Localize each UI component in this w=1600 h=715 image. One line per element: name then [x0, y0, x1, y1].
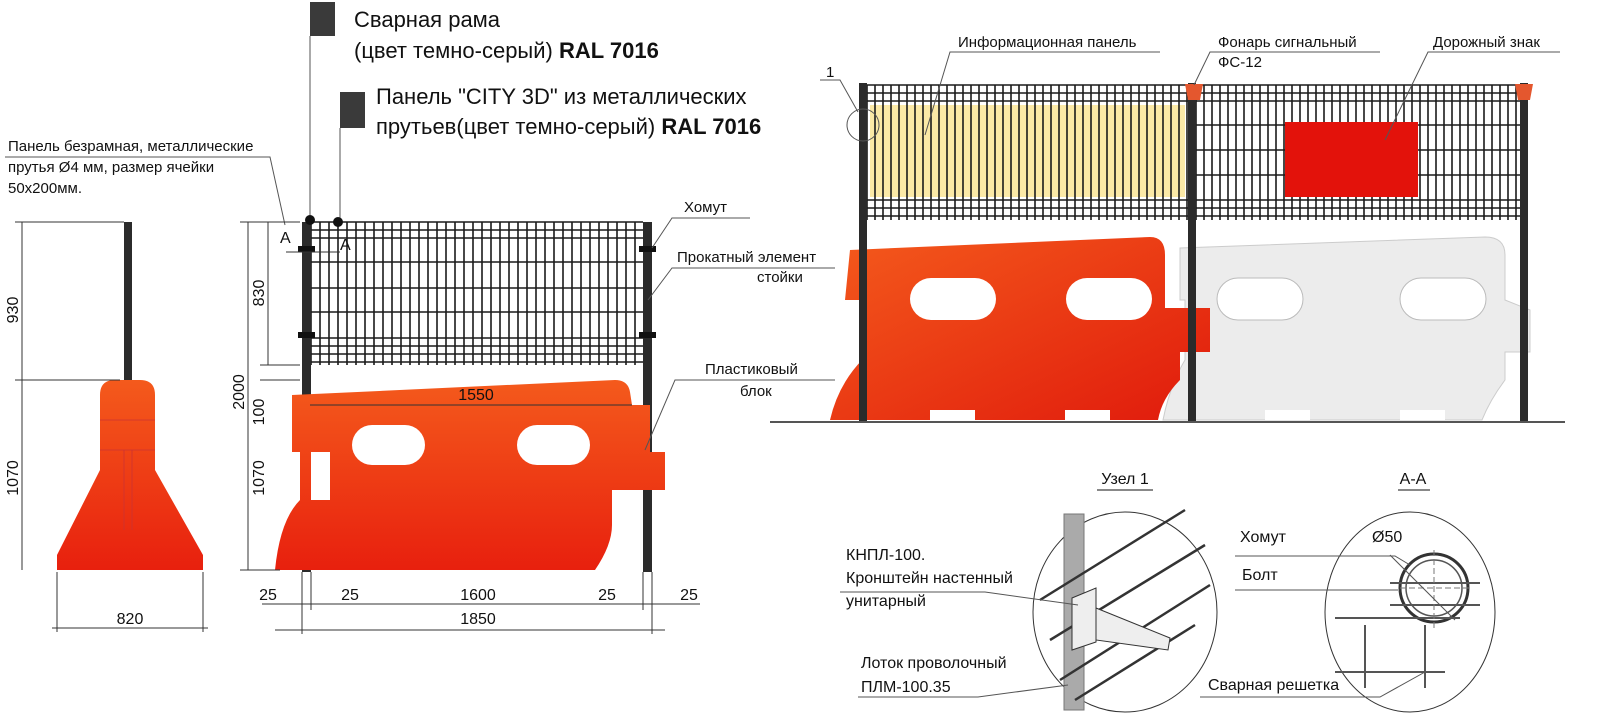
signal-lamp	[1185, 84, 1203, 100]
clamp	[639, 332, 656, 338]
front-post-right	[643, 222, 652, 572]
detail-node-1: Узел 1 КНПЛ-100. Кронштейн настенный уни…	[840, 471, 1218, 713]
signal-lamp	[1515, 84, 1533, 100]
grid-label: Сварная решетка	[1208, 677, 1339, 694]
road-sign	[1285, 122, 1418, 197]
label-block-2: блок	[740, 383, 772, 400]
bracket-label-2: Кронштейн настенный	[846, 570, 1013, 587]
post	[859, 83, 867, 422]
mesh-note-line1: Панель безрамная, металлические	[8, 138, 253, 155]
label-road-sign: Дорожный знак	[1433, 34, 1540, 51]
side-dim-820: 820	[117, 611, 144, 628]
mesh-note-line3: 50x200мм.	[8, 180, 82, 197]
section-aa-title: А-А	[1400, 471, 1427, 488]
label-info-panel: Информационная панель	[958, 34, 1137, 51]
side-dim-1070: 1070	[5, 460, 22, 496]
post	[1188, 83, 1196, 422]
white-block	[1162, 236, 1531, 421]
label-clamp: Хомут	[684, 199, 727, 216]
dim-25: 25	[680, 587, 698, 604]
panel-label: Панель "CITY 3D" из металлических	[376, 84, 747, 109]
dim-25: 25	[259, 587, 277, 604]
clamp	[639, 246, 656, 252]
front-view: A A 830 2000 100 1070 1550 25 25 1600 25…	[231, 199, 835, 634]
bolt-label: Болт	[1242, 567, 1278, 584]
tray-label-1: Лоток проволочный	[861, 655, 1007, 672]
node-mark: 1	[826, 64, 834, 81]
frame-label: Сварная рама	[354, 7, 501, 32]
frame-color-label: (цвет темно-серый) RAL 7016	[354, 38, 659, 63]
label-lamp-2: ФС-12	[1218, 54, 1262, 71]
dim-25: 25	[341, 587, 359, 604]
side-post	[124, 222, 132, 382]
dim-25: 25	[598, 587, 616, 604]
panel-swatch	[340, 92, 365, 128]
label-post-2: стойки	[757, 269, 803, 286]
post	[1520, 83, 1528, 422]
label-lamp: Фонарь сигнальный	[1218, 34, 1357, 51]
dim-100: 100	[251, 399, 268, 426]
side-view: Панель безрамная, металлические прутья Ø…	[5, 138, 286, 632]
label-block: Пластиковый	[705, 361, 798, 378]
front-mesh-panel	[310, 221, 643, 365]
panel-color-label: прутьев(цвет темно-серый) RAL 7016	[376, 114, 761, 139]
section-mark-left: A	[280, 230, 291, 247]
dim-1070: 1070	[251, 460, 268, 496]
frame-swatch	[310, 2, 335, 36]
side-dim-930: 930	[5, 297, 22, 324]
clamp-label: Хомут	[1240, 529, 1287, 546]
label-post: Прокатный элемент	[677, 249, 816, 266]
legend: Сварная рама (цвет темно-серый) RAL 7016…	[309, 2, 761, 218]
diameter-label: Ø50	[1372, 529, 1402, 546]
clamp	[298, 332, 315, 338]
bracket-label-1: КНПЛ-100.	[846, 547, 925, 564]
front-block	[275, 380, 665, 570]
perspective-view: 1 Информационная панель Фонарь сигнальны…	[770, 34, 1565, 423]
dim-1850: 1850	[460, 611, 496, 628]
tray-label-2: ПЛМ-100.35	[861, 679, 951, 696]
dim-1600: 1600	[460, 587, 496, 604]
mesh-note-line2: прутья Ø4 мм, размер ячейки	[8, 159, 214, 176]
section-aa: А-А Хомут Ø50 Болт Сварная решетка	[1200, 471, 1496, 713]
detail-node-title: Узел 1	[1101, 471, 1149, 488]
side-block	[57, 380, 203, 570]
bracket-label-3: унитарный	[846, 593, 926, 610]
section-mark-right: A	[340, 237, 351, 254]
clamp	[298, 246, 315, 252]
red-block	[830, 237, 1210, 420]
dim-2000: 2000	[231, 374, 248, 410]
node-1-marker	[846, 108, 880, 142]
dim-830: 830	[251, 280, 268, 307]
dim-1550: 1550	[458, 387, 494, 404]
